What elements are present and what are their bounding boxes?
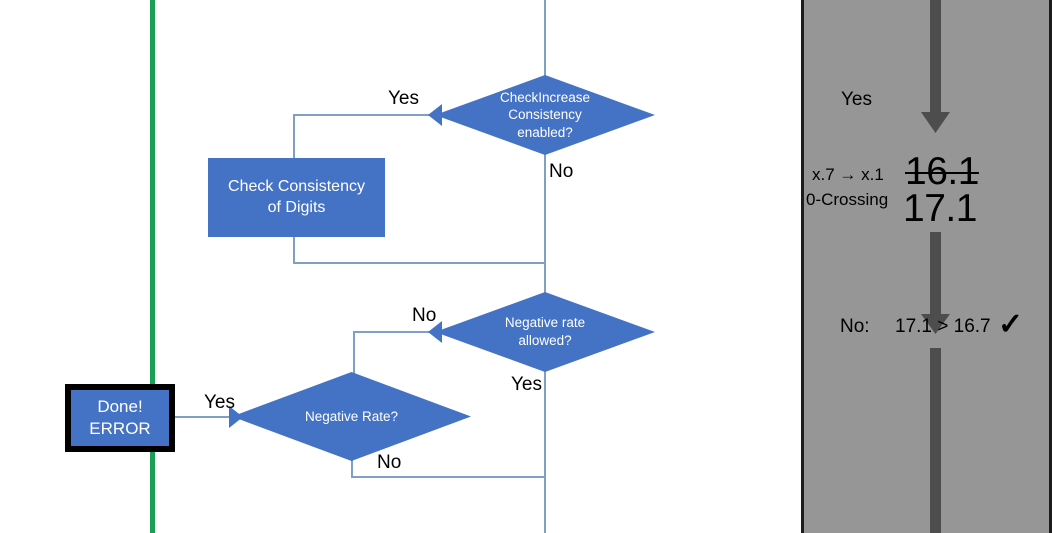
connector-top-entry <box>544 0 546 76</box>
process-check-consistency-line2: of Digits <box>267 198 326 216</box>
connector-allowed-no-vertical <box>353 331 355 374</box>
connector-negrate-yes-horizontal <box>175 416 237 418</box>
branch-label-allowed-no: No <box>412 305 437 326</box>
panel-result-label: No: <box>840 316 870 337</box>
branch-label-checkincrease-yes: Yes <box>388 88 419 109</box>
terminator-done-error-line1: Done! <box>97 397 143 417</box>
connector-negrate-no-vertical <box>351 460 353 477</box>
decision-check-increase-consistency[interactable]: CheckIncrease Consistency enabled? <box>435 75 655 155</box>
connector-allowed-no-horizontal <box>353 331 438 333</box>
annotation-panel: Yes x.7 → x.1 0-Crossing 16.1 17.1 No: 1… <box>801 0 1052 533</box>
decision-negative-rate-allowed[interactable]: Negative rate allowed? <box>435 292 655 372</box>
green-divider-line <box>150 0 155 533</box>
process-check-consistency-of-digits[interactable]: Check Consistency of Digits <box>208 158 385 237</box>
terminator-done-error-label: Done! ERROR <box>89 396 150 440</box>
connector-consistency-out-horizontal <box>293 262 546 264</box>
panel-result-checkmark: ✓ <box>998 308 1024 341</box>
branch-label-negrate-no: No <box>377 452 402 473</box>
branch-label-negrate-yes: Yes <box>204 392 235 413</box>
panel-arrow-bottom-shaft <box>804 348 1049 533</box>
branch-label-checkincrease-no: No <box>549 161 574 182</box>
connector-negrate-no-horizontal <box>351 476 546 478</box>
process-check-consistency-label: Check Consistency of Digits <box>228 177 365 218</box>
panel-arrow-top <box>804 0 1049 140</box>
terminator-done-error[interactable]: Done! ERROR <box>65 384 175 452</box>
panel-arrow-middle <box>804 232 1049 341</box>
connector-allowed-yes-vertical <box>544 362 546 477</box>
panel-result-comparison: 17.1 > 16.7 <box>895 316 991 337</box>
process-check-consistency-line1: Check Consistency <box>228 178 365 196</box>
connector-checkincrease-yes-vertical <box>293 114 295 159</box>
connector-main-spine-upper <box>544 154 546 302</box>
panel-rule-line1: x.7 → x.1 <box>812 165 884 184</box>
panel-value-struck: 16.1 <box>905 150 979 193</box>
panel-rule-line2: 0-Crossing <box>806 190 889 209</box>
panel-yes-label: Yes <box>841 89 872 110</box>
panel-value-current: 17.1 <box>903 187 977 230</box>
connector-consistency-out-vertical <box>293 236 295 263</box>
connector-main-spine-bottom <box>544 476 546 533</box>
terminator-done-error-line2: ERROR <box>89 419 151 438</box>
branch-label-allowed-yes: Yes <box>511 374 542 395</box>
connector-checkincrease-yes-horizontal <box>293 114 439 116</box>
decision-negative-rate[interactable]: Negative Rate? <box>232 372 471 461</box>
